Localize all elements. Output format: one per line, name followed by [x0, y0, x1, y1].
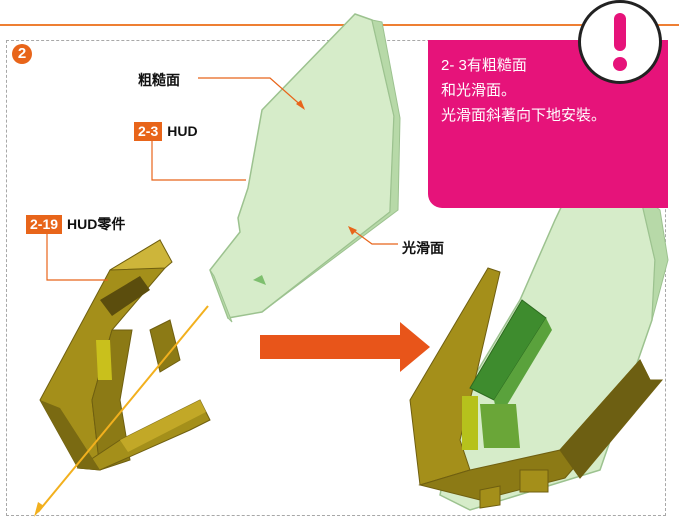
exclamation-dot	[613, 57, 627, 71]
note-line-1: 2- 3有粗糙面	[441, 57, 527, 74]
arrow-right-icon	[260, 322, 430, 372]
exclamation-bar	[614, 13, 626, 51]
hud-part-name: HUD	[167, 123, 198, 139]
hud-component-number: 2-19	[26, 215, 63, 234]
note-line-2: 和光滑面。	[441, 82, 517, 99]
step-number-badge: 2	[12, 44, 32, 64]
hud-clear-part	[209, 13, 401, 323]
hud-component-name: HUD零件	[67, 216, 126, 232]
note-line-3: 光滑面斜著向下地安裝。	[441, 107, 607, 124]
hud-component-part	[39, 239, 211, 471]
assembled-view	[409, 177, 669, 511]
hud-part-number: 2-3	[134, 122, 163, 141]
top-rule	[0, 24, 679, 26]
guide-arrow-head	[34, 502, 44, 517]
guide-line	[37, 305, 209, 513]
exclamation-icon	[578, 0, 662, 84]
smooth-surface-label: 光滑面	[402, 240, 444, 256]
rough-surface-label: 粗糙面	[138, 72, 180, 88]
leader-lines	[46, 77, 398, 281]
